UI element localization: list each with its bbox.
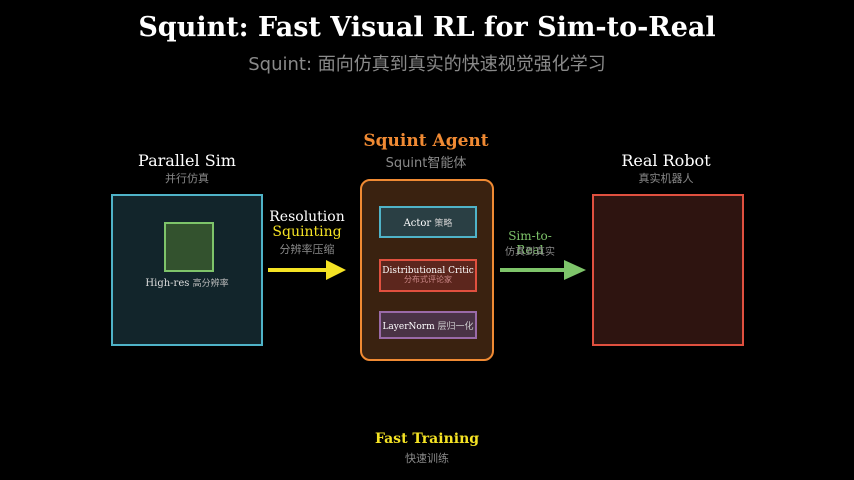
sim-box: High-res 高分辨率 bbox=[111, 194, 263, 346]
actor-label: Actor bbox=[403, 217, 432, 229]
resolution-label: Resolution bbox=[269, 209, 345, 225]
robot-sub: 真实机器人 bbox=[638, 172, 694, 185]
sim-to-real-arrow-icon bbox=[500, 260, 586, 280]
sim-sub: 并行仿真 bbox=[165, 172, 209, 185]
layernorm-block: LayerNorm 层归一化 bbox=[379, 311, 477, 339]
diagram-subtitle: Squint: 面向仿真到真实的快速视觉强化学习 bbox=[248, 54, 606, 75]
agent-box: Actor 策略 Distributional Critic 分布式评论家 La… bbox=[360, 179, 494, 361]
sim-to-real-sub: 仿真到真实 bbox=[505, 247, 555, 258]
actor-sub: 策略 bbox=[434, 218, 453, 229]
agent-sub: Squint智能体 bbox=[385, 156, 467, 171]
sim-to-real-label: Sim-to-Real bbox=[508, 229, 552, 257]
layernorm-label: LayerNorm bbox=[382, 321, 435, 332]
high-res-sub: 高分辨率 bbox=[192, 279, 229, 289]
high-res-label: High-res 高分辨率 bbox=[113, 276, 261, 289]
robot-box bbox=[592, 194, 744, 346]
resolution-sub: 分辨率压缩 bbox=[279, 243, 335, 256]
layernorm-sub: 层归一化 bbox=[437, 321, 474, 332]
critic-sub: 分布式评论家 bbox=[404, 275, 452, 284]
critic-block: Distributional Critic 分布式评论家 bbox=[379, 259, 477, 292]
high-res-frame bbox=[164, 222, 214, 272]
high-res-text: High-res bbox=[145, 278, 190, 289]
fast-training-sub: 快速训练 bbox=[405, 452, 449, 465]
critic-label: Distributional Critic bbox=[382, 266, 474, 276]
robot-label: Real Robot bbox=[621, 151, 711, 170]
sim-label: Parallel Sim bbox=[138, 151, 236, 170]
resolution-highlight: Squinting bbox=[272, 224, 342, 240]
actor-block: Actor 策略 bbox=[379, 206, 477, 238]
diagram-title: Squint: Fast Visual RL for Sim-to-Real bbox=[138, 12, 716, 43]
squint-arrow-icon bbox=[268, 260, 346, 280]
agent-label: Squint Agent bbox=[363, 131, 489, 151]
fast-training-label: Fast Training bbox=[374, 431, 480, 447]
